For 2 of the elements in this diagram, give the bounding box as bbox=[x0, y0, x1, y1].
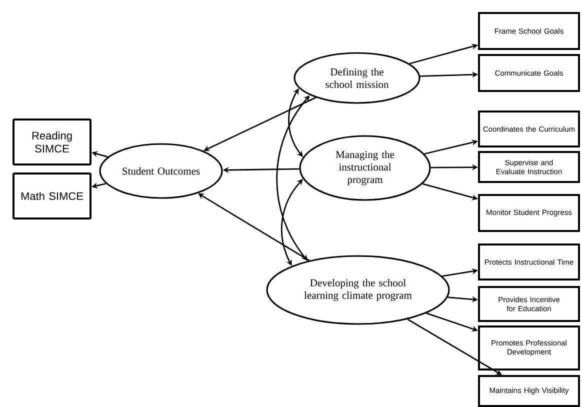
outcome-box: Reading SIMCE bbox=[12, 118, 92, 166]
outcome-box: Math SIMCE bbox=[12, 172, 92, 220]
